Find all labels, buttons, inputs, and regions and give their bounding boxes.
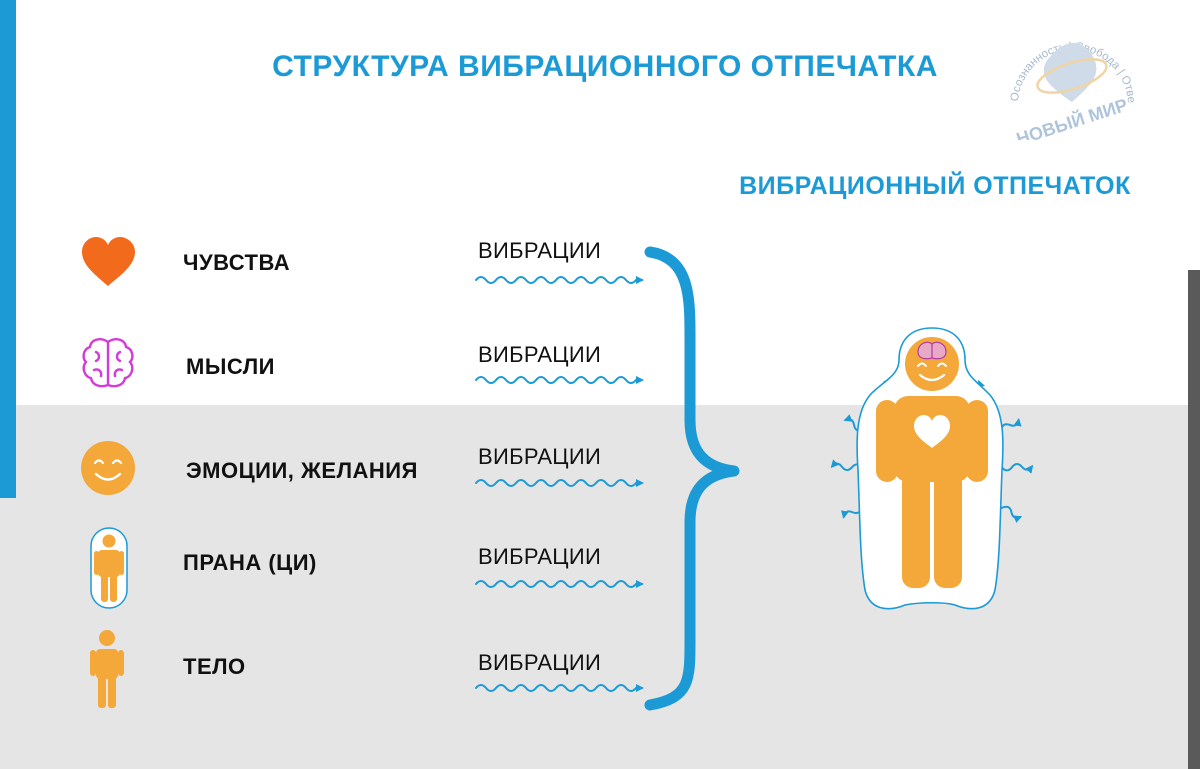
imprint-title: ВИБРАЦИОННЫЙ ОТПЕЧАТОК [739, 172, 1131, 200]
row-label-feelings: ЧУВСТВА [183, 250, 291, 275]
wave-arrow [475, 684, 644, 692]
row-label-prana: ПРАНА (ЦИ) [183, 550, 317, 575]
aura-figure-icon [90, 527, 128, 609]
wave-arrow [475, 376, 644, 384]
row-label-thoughts: МЫСЛИ [186, 354, 275, 379]
row-label-emotions: ЭМОЦИИ, ЖЕЛАНИЯ [186, 458, 418, 483]
vibrational-imprint-figure [856, 327, 1004, 610]
body-figure-icon [90, 630, 124, 708]
row-label-body: ТЕЛО [183, 654, 246, 679]
smiley-icon [81, 441, 135, 495]
vibration-label: ВИБРАЦИИ [478, 444, 602, 469]
curly-brace [644, 246, 740, 711]
wave-arrow [475, 276, 644, 284]
vibration-label: ВИБРАЦИИ [478, 544, 602, 569]
heart-icon [82, 237, 135, 286]
wave-arrow [475, 479, 644, 487]
brain-icon [82, 338, 134, 388]
vibration-label: ВИБРАЦИИ [478, 650, 602, 675]
right-accent-bar [1188, 270, 1200, 769]
chest-heart-icon [914, 415, 950, 448]
wave-arrow [475, 580, 644, 588]
vibration-label: ВИБРАЦИИ [478, 342, 602, 367]
logo-emblem: Осознанность | Свобода | Ответственность… [996, 10, 1137, 140]
left-accent-bar [0, 0, 16, 498]
vibration-label: ВИБРАЦИИ [478, 238, 602, 263]
page-title: СТРУКТУРА ВИБРАЦИОННОГО ОТПЕЧАТКА [272, 50, 938, 83]
